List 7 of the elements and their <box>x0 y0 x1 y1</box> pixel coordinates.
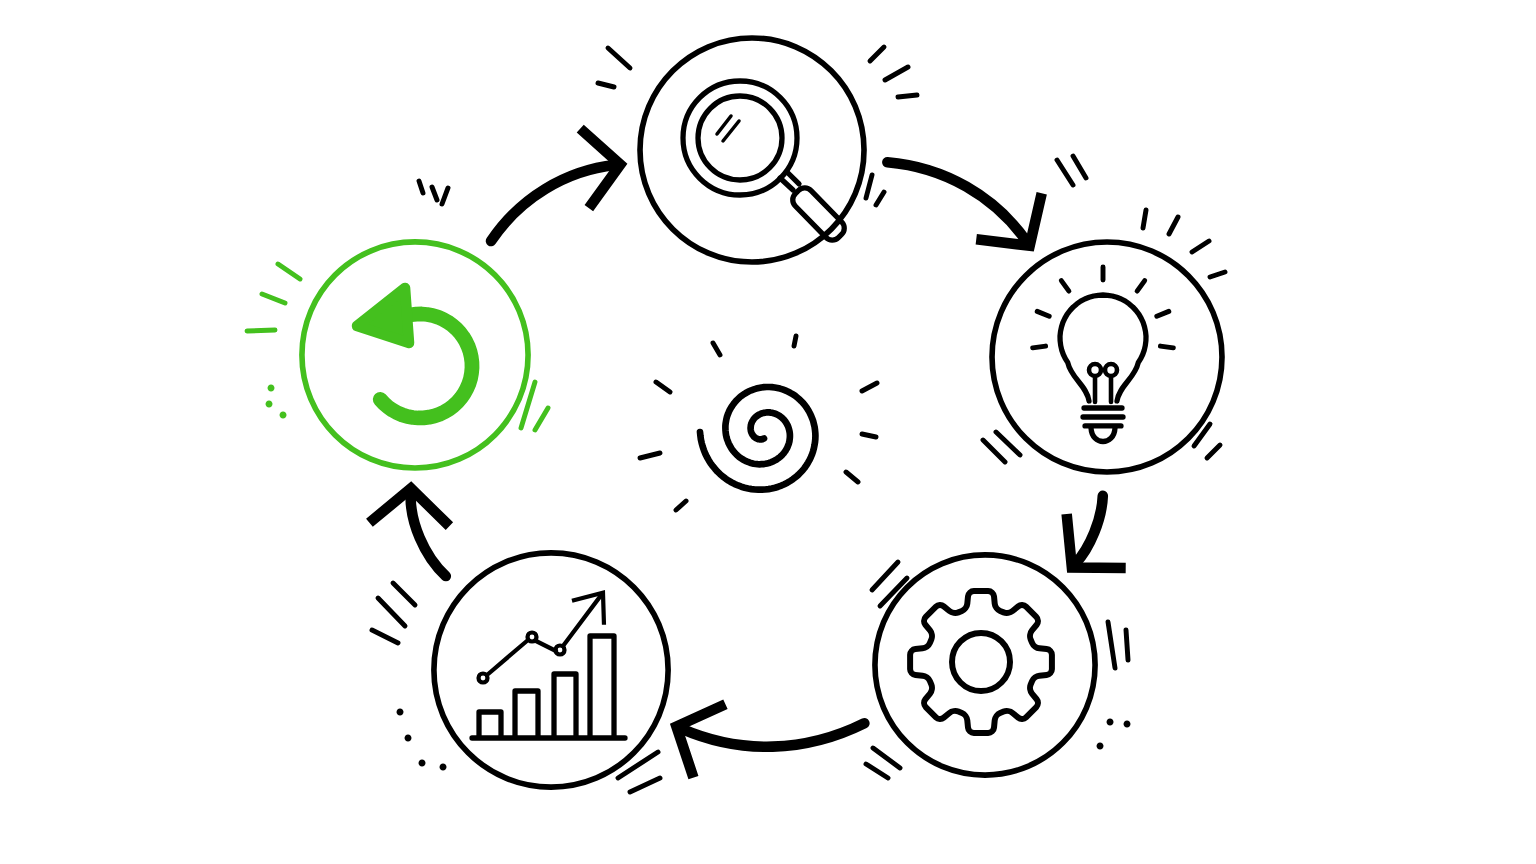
circle-node <box>989 239 1225 475</box>
arrow <box>882 157 1047 252</box>
circle-node <box>872 552 1098 778</box>
arrow <box>669 699 870 780</box>
circle-node <box>637 35 867 265</box>
circle-node <box>299 239 531 471</box>
circle-node <box>431 550 671 790</box>
